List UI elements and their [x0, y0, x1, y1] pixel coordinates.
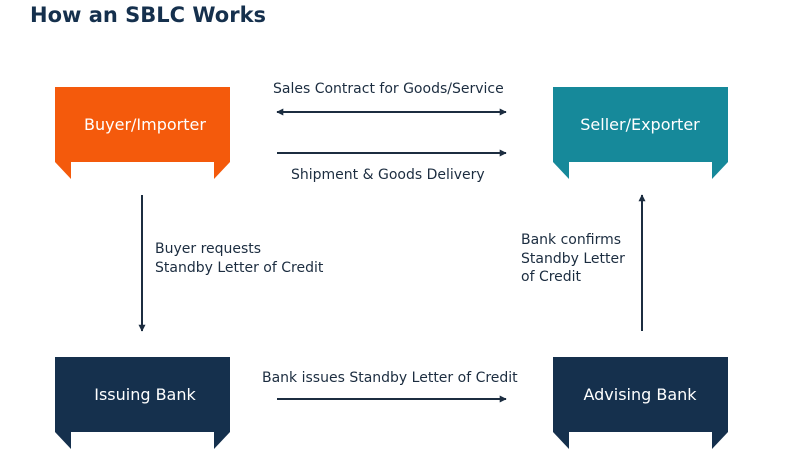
buyer-requests-label-line2: Standby Letter of Credit: [155, 260, 324, 276]
issuing-bank-node: Issuing Bank: [55, 357, 230, 449]
buyer-importer-label: Buyer/Importer: [84, 115, 206, 134]
issuing-bank-label: Issuing Bank: [94, 385, 196, 404]
shipment-label: Shipment & Goods Delivery: [291, 167, 485, 183]
advising-bank-label: Advising Bank: [583, 385, 697, 404]
seller-exporter-label: Seller/Exporter: [580, 115, 700, 134]
advising-bank-node: Advising Bank: [553, 357, 728, 449]
bank-confirms-label-line2: Standby Letter: [521, 251, 625, 267]
bank-confirms-label-line1: Bank confirms: [521, 232, 622, 248]
buyer-importer-node: Buyer/Importer: [55, 87, 230, 179]
seller-exporter-node: Seller/Exporter: [553, 87, 728, 179]
sales-contract-label: Sales Contract for Goods/Service: [273, 81, 504, 97]
bank-issues-label: Bank issues Standby Letter of Credit: [262, 370, 518, 386]
diagram-title: How an SBLC Works: [30, 3, 267, 27]
bank-confirms-label-line3: of Credit: [521, 269, 582, 285]
buyer-requests-label-line1: Buyer requests: [155, 241, 262, 257]
